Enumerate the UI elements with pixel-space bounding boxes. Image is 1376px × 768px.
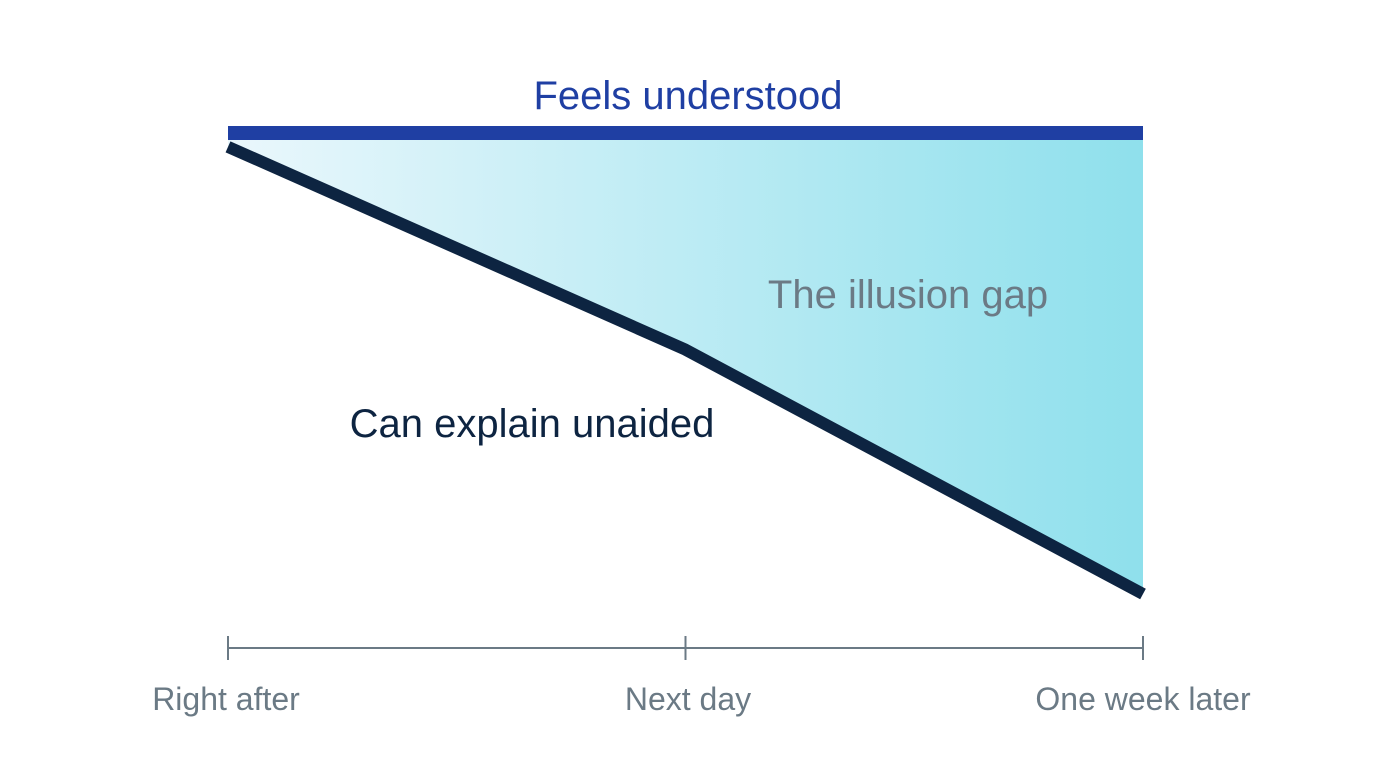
series-label-feels-understood: Feels understood <box>533 74 842 118</box>
series-label-can-explain-unaided: Can explain unaided <box>350 402 715 446</box>
can-explain-unaided-line <box>225 141 1146 600</box>
x-axis-tick-labels: Right after Next day One week later <box>152 681 1251 717</box>
annotation-illusion-gap: The illusion gap <box>768 273 1048 317</box>
x-tick-label-0: Right after <box>152 681 300 717</box>
x-tick-label-2: One week later <box>1035 681 1251 717</box>
x-axis-ticks <box>227 636 1144 660</box>
x-tick-label-1: Next day <box>625 681 751 717</box>
